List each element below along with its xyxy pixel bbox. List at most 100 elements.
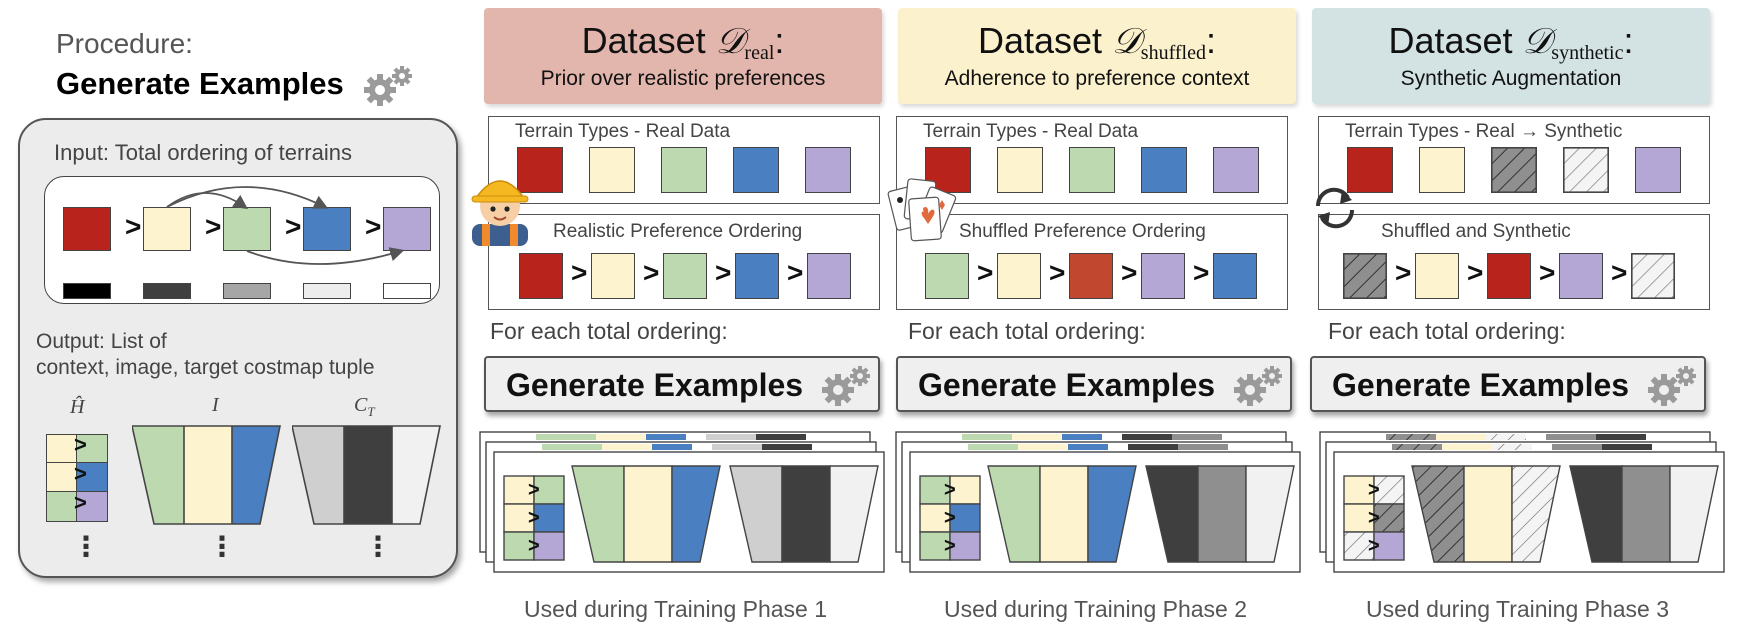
dataset-synthetic-subtitle: Synthetic Augmentation <box>1400 67 1622 90</box>
gear-icon <box>364 66 412 106</box>
output-label-1: Output: List of <box>36 330 167 353</box>
terrain-swatch-synthetic-dark <box>1491 147 1537 193</box>
terrain-panel-shuffled: Terrain Types - Real Data <box>896 116 1288 204</box>
svg-text:>: > <box>528 535 540 557</box>
terrain-swatch-lavender <box>383 207 431 251</box>
input-label: Input: Total ordering of terrains <box>54 140 352 165</box>
ordering-label: Shuffled Preference Ordering <box>959 221 1206 242</box>
generate-examples-button[interactable]: Generate Examples <box>1310 356 1706 412</box>
ordered-swatch <box>807 253 851 299</box>
output-i-symbol: I <box>212 394 219 416</box>
phase-label: Used during Training Phase 2 <box>944 596 1248 622</box>
terrain-swatch-green <box>223 207 271 251</box>
image-trapezoid <box>132 425 281 525</box>
generate-examples-button[interactable]: Generate Examples <box>896 356 1292 412</box>
context-cell <box>76 491 108 522</box>
ordering-arrows <box>166 186 405 265</box>
ordered-swatch <box>1141 253 1185 299</box>
gt-symbol: > <box>1467 257 1484 288</box>
gt-symbol: > <box>74 490 87 515</box>
cost-swatch-dark <box>143 283 191 299</box>
output-c-symbol: CT <box>354 394 375 419</box>
ordered-swatch <box>663 253 707 299</box>
svg-text:>: > <box>1368 507 1380 529</box>
cost-swatch-mid <box>223 283 271 299</box>
gt-symbol: > <box>643 257 660 288</box>
terrain-swatch-lavender <box>1635 147 1681 193</box>
ordered-swatch <box>519 253 563 299</box>
procedure-title: Generate Examples <box>56 66 344 101</box>
gt-symbol: > <box>715 257 732 288</box>
dataset-synthetic-title: Dataset 𝒟synthetic: <box>1388 20 1634 64</box>
svg-text:>: > <box>528 507 540 529</box>
gt-symbol: > <box>205 211 222 242</box>
ordered-swatch <box>1487 253 1531 299</box>
terrain-swatch-blue <box>1141 147 1187 193</box>
terrain-swatch-lavender <box>805 147 851 193</box>
terrain-swatch-red <box>1347 147 1393 193</box>
button-label: Generate Examples <box>918 367 1216 403</box>
svg-text:>: > <box>528 479 540 501</box>
dataset-synthetic-header: Dataset 𝒟synthetic: Synthetic Augmentati… <box>1312 8 1710 104</box>
ordered-swatch <box>591 253 635 299</box>
cost-swatch-black <box>63 283 111 299</box>
dataset-shuffled-header: Dataset 𝒟shuffled: Adherence to preferen… <box>898 8 1296 104</box>
terrain-swatch-synthetic-light <box>1563 147 1609 193</box>
playing-cards-icon <box>887 178 957 242</box>
gt-symbol: > <box>1611 257 1628 288</box>
terrain-label: Terrain Types - Real → Synthetic <box>1345 121 1623 142</box>
gt-symbol: > <box>1539 257 1556 288</box>
ordering-label: Shuffled and Synthetic <box>1381 221 1571 242</box>
output-h-symbol: Ĥ <box>70 396 85 418</box>
dataset-real-title: Dataset 𝒟real: <box>581 20 785 64</box>
dataset-real-subtitle: Prior over realistic preferences <box>540 67 826 90</box>
gt-symbol: > <box>125 211 142 242</box>
worker-icon <box>471 180 529 246</box>
generate-examples-button[interactable]: Generate Examples <box>484 356 880 412</box>
ordered-swatch <box>925 253 969 299</box>
for-each-label: For each total ordering: <box>490 318 728 344</box>
gt-symbol: > <box>787 257 804 288</box>
svg-text:>: > <box>944 535 956 557</box>
terrain-panel-real: Terrain Types - Real Data <box>488 116 880 204</box>
ordering-panel-shuffled: Shuffled Preference Ordering > > > > <box>896 214 1288 310</box>
ordered-swatch <box>1343 253 1387 299</box>
dataset-shuffled-title: Dataset 𝒟shuffled: <box>977 20 1216 64</box>
for-each-label: For each total ordering: <box>1328 318 1566 344</box>
terrain-swatch-cream <box>997 147 1043 193</box>
terrain-label: Terrain Types - Real Data <box>515 121 731 142</box>
svg-text:>: > <box>944 507 956 529</box>
procedure-label: Procedure: <box>56 28 193 59</box>
svg-text:>: > <box>1368 479 1380 501</box>
svg-text:>: > <box>944 479 956 501</box>
ordered-swatch <box>1415 253 1459 299</box>
input-ordering-box: > > > > <box>44 176 440 304</box>
gear-icon <box>822 366 870 406</box>
for-each-label: For each total ordering: <box>908 318 1146 344</box>
terrain-label: Terrain Types - Real Data <box>923 121 1139 142</box>
gt-symbol: > <box>1193 257 1210 288</box>
terrain-swatch-red <box>63 207 111 251</box>
ordered-swatch <box>997 253 1041 299</box>
phase-label: Used during Training Phase 3 <box>1366 596 1670 622</box>
refresh-arrows-icon <box>1315 187 1355 229</box>
ellipsis: ⋮ <box>72 531 100 562</box>
terrain-swatch-blue <box>733 147 779 193</box>
cost-swatch-white <box>383 283 431 299</box>
button-label: Generate Examples <box>506 367 804 403</box>
example-stack-shuffled: > > > <box>895 431 1301 573</box>
terrain-swatch-blue <box>303 207 351 251</box>
ellipsis: ⋮ <box>208 531 236 562</box>
terrain-swatch-cream <box>143 207 191 251</box>
terrain-swatch-green <box>1069 147 1115 193</box>
gt-symbol: > <box>1049 257 1066 288</box>
ellipsis: ⋮ <box>364 531 392 562</box>
terrain-panel-synthetic: Terrain Types - Real → Synthetic <box>1318 116 1710 204</box>
terrain-swatch-lavender <box>1213 147 1259 193</box>
gt-symbol: > <box>1121 257 1138 288</box>
terrain-swatch-cream <box>1419 147 1465 193</box>
svg-text:>: > <box>1368 535 1380 557</box>
dataset-real-header: Dataset 𝒟real: Prior over realistic pref… <box>484 8 882 104</box>
context-cell <box>46 491 78 522</box>
phase-label: Used during Training Phase 1 <box>524 596 828 622</box>
